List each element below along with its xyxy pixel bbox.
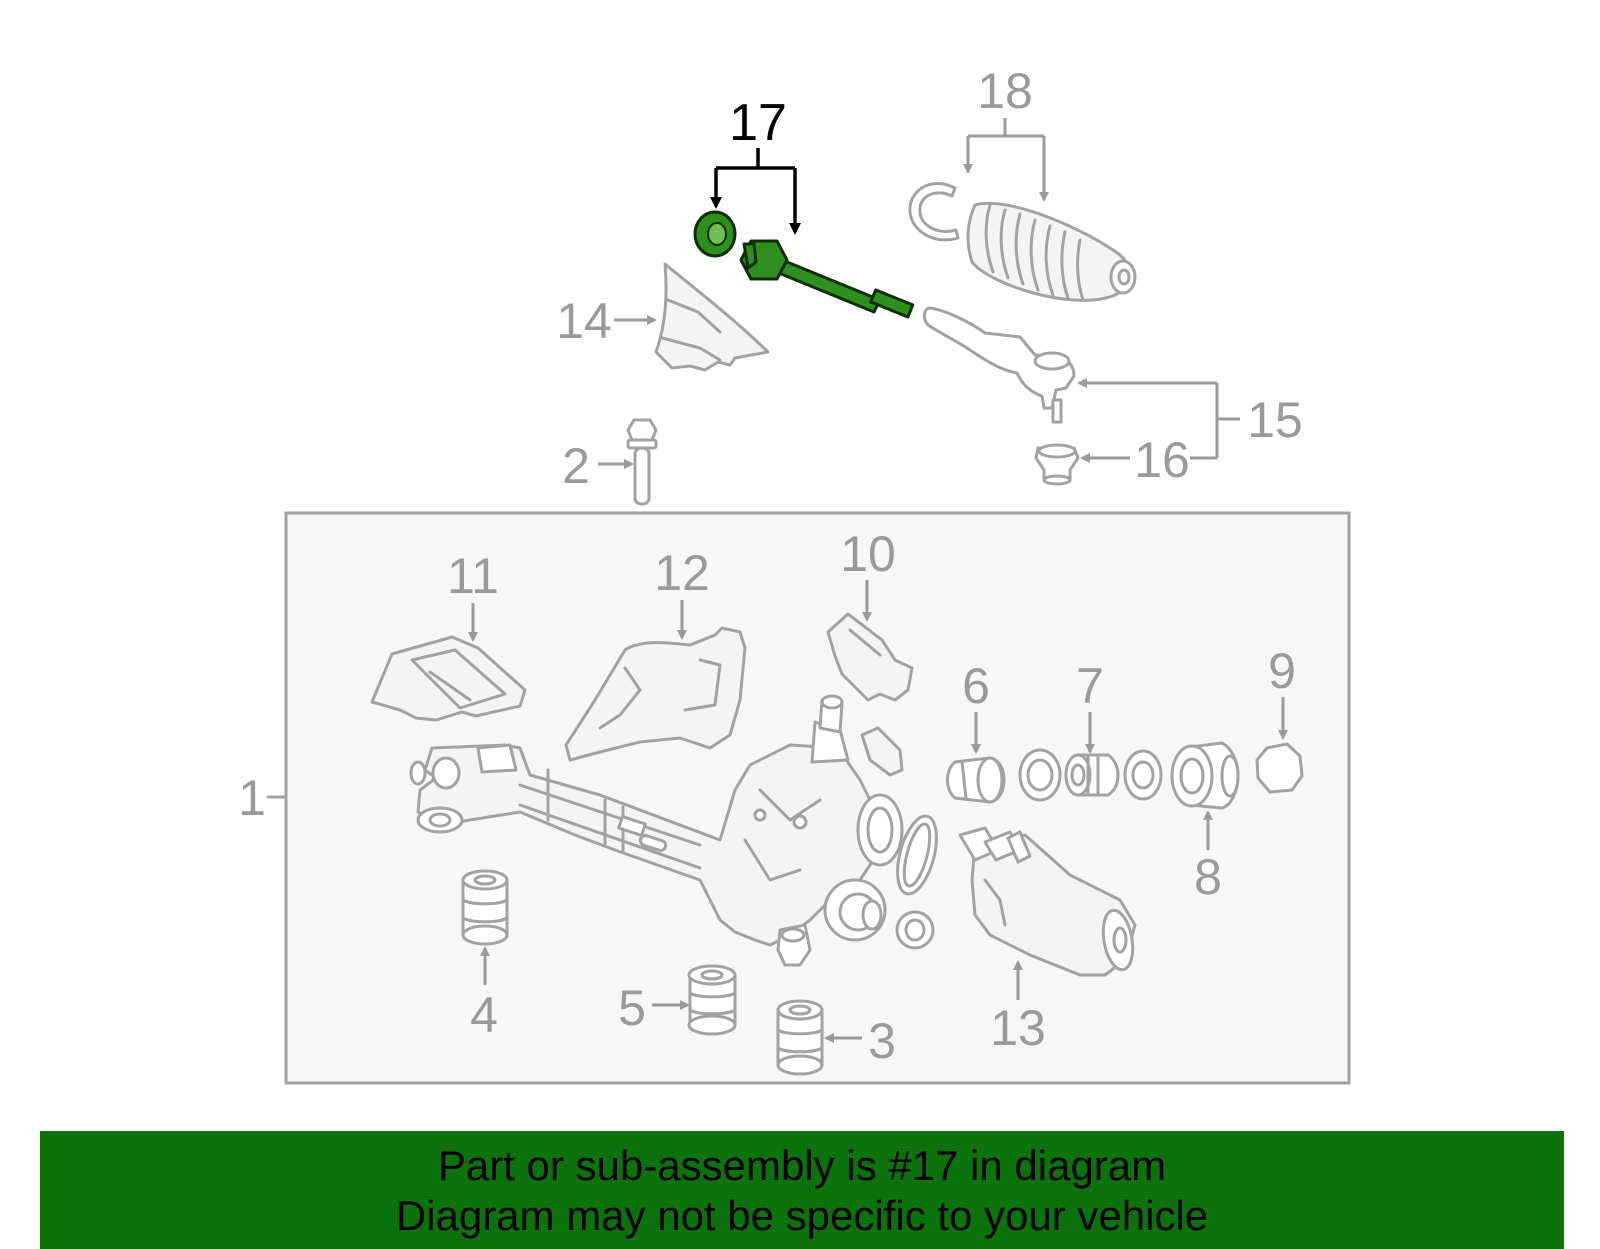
info-banner: Part or sub-assembly is #17 in diagram D…: [40, 1131, 1564, 1249]
callout-12: 12: [654, 545, 710, 601]
part-7-bushing: [1064, 753, 1120, 797]
callout-5: 5: [618, 980, 646, 1036]
part-5-bushing: [687, 964, 737, 1036]
part-14-shield: [654, 262, 770, 372]
callout-6: 6: [962, 658, 990, 714]
callout-8: 8: [1194, 849, 1222, 905]
part-18-boot-and-clamp: [908, 181, 1137, 302]
callout-18-leader: [963, 118, 1049, 202]
part-8-bearing: [1170, 741, 1240, 810]
callout-17: 17: [729, 94, 787, 152]
part-ring-a: [1018, 748, 1062, 802]
part-10-sensor: [826, 612, 914, 777]
part-11-bracket: [370, 635, 527, 722]
banner-line-1: Part or sub-assembly is #17 in diagram: [437, 1142, 1167, 1189]
part-3-bushing: [776, 999, 824, 1076]
callout-4: 4: [470, 987, 498, 1043]
part-6-sleeve: [946, 756, 1006, 804]
part-ring-b: [1123, 749, 1163, 801]
callout-1: 1: [238, 770, 266, 826]
part-9-nut: [1255, 742, 1304, 794]
callout-13: 13: [990, 1000, 1046, 1056]
part-2-bolt: [626, 418, 658, 506]
part-15-tie-rod-end: [922, 306, 1076, 424]
callout-15-leader: [1077, 378, 1240, 458]
callout-2: 2: [562, 438, 590, 494]
callout-10: 10: [840, 526, 896, 582]
callout-3: 3: [868, 1013, 896, 1069]
callout-7: 7: [1076, 658, 1104, 714]
callout-11: 11: [447, 548, 499, 604]
part-seal-ring-small: [895, 910, 935, 950]
callout-16: 16: [1134, 432, 1190, 488]
part-seal-ring-large: [896, 814, 938, 896]
part-1-steering-rack: [409, 694, 904, 967]
part-4-bushing: [461, 869, 509, 946]
callout-15: 15: [1247, 392, 1303, 448]
callout-14: 14: [556, 293, 612, 349]
callout-9: 9: [1268, 643, 1296, 699]
part-12-heat-shield: [564, 626, 747, 762]
part-17-inner-tie-rod[interactable]: [693, 210, 915, 319]
callout-17-leader: [710, 148, 801, 235]
banner-line-2: Diagram may not be specific to your vehi…: [395, 1192, 1209, 1239]
part-13-motor: [958, 826, 1137, 977]
callout-18: 18: [977, 63, 1033, 119]
part-16-nut: [1034, 443, 1080, 486]
